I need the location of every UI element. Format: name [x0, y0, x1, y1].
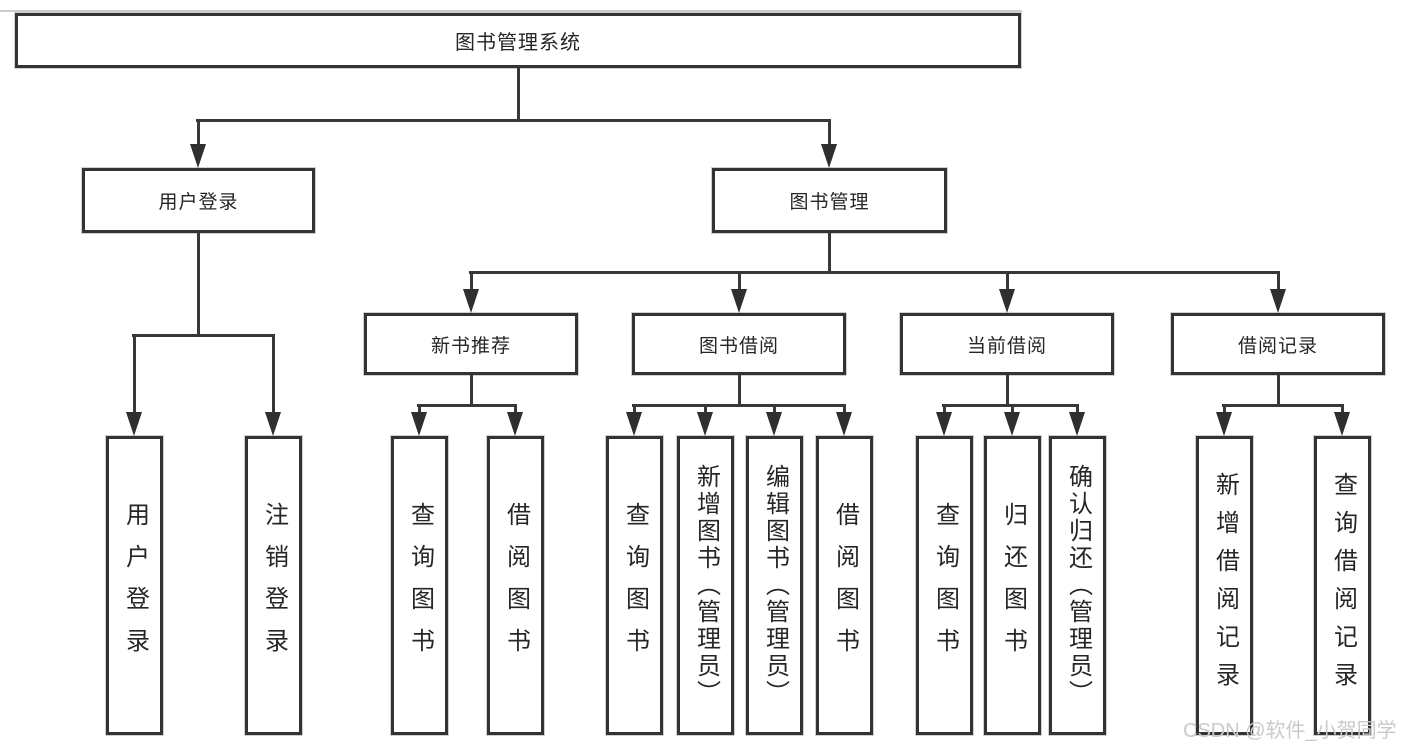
arrow-down-icon	[463, 289, 479, 313]
connector-line	[133, 336, 136, 414]
connector-line	[1277, 272, 1280, 290]
connector-line	[943, 406, 946, 414]
leaf-label: 编辑图书（管理员）	[761, 464, 789, 707]
connector-line	[632, 404, 846, 407]
connector-line	[738, 375, 741, 406]
leaf-label: 归还图书	[999, 501, 1027, 670]
leaf-box-edit-books-admin: 编辑图书（管理员）	[746, 436, 803, 735]
leaf-box-query-books-1: 查询图书	[391, 436, 448, 735]
connector-line	[1277, 375, 1280, 406]
leaf-label: 借阅图书	[831, 501, 859, 670]
top-edge-line	[0, 10, 1022, 12]
connector-line	[773, 406, 776, 414]
connector-line	[470, 272, 473, 290]
connector-line	[272, 336, 275, 414]
connector-line	[196, 119, 831, 122]
arrow-down-icon	[697, 412, 713, 436]
connector-line	[843, 406, 846, 414]
connector-line	[418, 406, 421, 414]
leaf-label: 确认归还（管理员）	[1064, 464, 1092, 707]
root-box-library-management-system: 图书管理系统	[15, 13, 1021, 68]
module-box-new-book-recommend: 新书推荐	[364, 313, 578, 375]
arrow-down-icon	[126, 412, 142, 436]
arrow-down-icon	[1334, 412, 1350, 436]
connector-line	[132, 334, 275, 337]
leaf-label: 查询借阅记录	[1329, 471, 1357, 700]
leaf-box-borrow-books-2: 借阅图书	[816, 436, 873, 735]
connector-line	[197, 120, 200, 146]
arrow-down-icon	[411, 412, 427, 436]
leaf-label: 查询图书	[406, 501, 434, 670]
connector-line	[1006, 375, 1009, 406]
connector-line	[828, 233, 831, 273]
connector-line	[470, 375, 473, 406]
arrow-down-icon	[821, 144, 837, 168]
leaf-label: 借阅图书	[502, 501, 530, 670]
connector-line	[738, 272, 741, 290]
branch-box-book-management: 图书管理	[712, 168, 947, 233]
leaf-label: 查询图书	[621, 501, 649, 670]
connector-line	[469, 271, 1280, 274]
arrow-down-icon	[999, 289, 1015, 313]
leaf-box-add-books-admin: 新增图书（管理员）	[677, 436, 734, 735]
connector-line	[1076, 406, 1079, 414]
leaf-label: 新增借阅记录	[1211, 471, 1239, 700]
leaf-label: 注销登录	[260, 501, 288, 670]
arrow-down-icon	[766, 412, 782, 436]
branch-box-user-login: 用户登录	[82, 168, 315, 233]
connector-line	[514, 406, 517, 414]
leaf-label: 用户登录	[121, 501, 149, 670]
connector-line	[1222, 404, 1344, 407]
connector-line	[517, 68, 520, 120]
arrow-down-icon	[836, 412, 852, 436]
leaf-box-borrow-books-1: 借阅图书	[487, 436, 544, 735]
leaf-box-query-borrow-record: 查询借阅记录	[1314, 436, 1371, 735]
connector-line	[942, 404, 1079, 407]
connector-line	[1006, 272, 1009, 290]
leaf-box-confirm-return-admin: 确认归还（管理员）	[1049, 436, 1106, 735]
leaf-box-user-login: 用户登录	[106, 436, 163, 735]
connector-line	[1341, 406, 1344, 414]
arrow-down-icon	[1270, 289, 1286, 313]
connector-line	[828, 120, 831, 146]
arrow-down-icon	[1069, 412, 1085, 436]
arrow-down-icon	[265, 412, 281, 436]
module-box-book-borrow: 图书借阅	[632, 313, 846, 375]
leaf-box-logout: 注销登录	[245, 436, 302, 735]
arrow-down-icon	[1216, 412, 1232, 436]
arrow-down-icon	[626, 412, 642, 436]
leaf-label: 查询图书	[931, 501, 959, 670]
connector-line	[704, 406, 707, 414]
arrow-down-icon	[507, 412, 523, 436]
leaf-box-query-books-2: 查询图书	[606, 436, 663, 735]
arrow-down-icon	[731, 289, 747, 313]
connector-line	[1011, 406, 1014, 414]
connector-line	[1223, 406, 1226, 414]
leaf-box-query-books-3: 查询图书	[916, 436, 973, 735]
csdn-watermark: CSDN @软件_小贺同学	[1183, 720, 1397, 742]
connector-line	[197, 233, 200, 336]
connector-line	[633, 406, 636, 414]
connector-line	[417, 404, 517, 407]
leaf-label: 新增图书（管理员）	[692, 464, 720, 707]
module-box-current-borrow: 当前借阅	[900, 313, 1114, 375]
leaf-box-return-books: 归还图书	[984, 436, 1041, 735]
leaf-box-add-borrow-record: 新增借阅记录	[1196, 436, 1253, 735]
arrow-down-icon	[190, 144, 206, 168]
module-box-borrow-records: 借阅记录	[1171, 313, 1385, 375]
arrow-down-icon	[1004, 412, 1020, 436]
arrow-down-icon	[936, 412, 952, 436]
